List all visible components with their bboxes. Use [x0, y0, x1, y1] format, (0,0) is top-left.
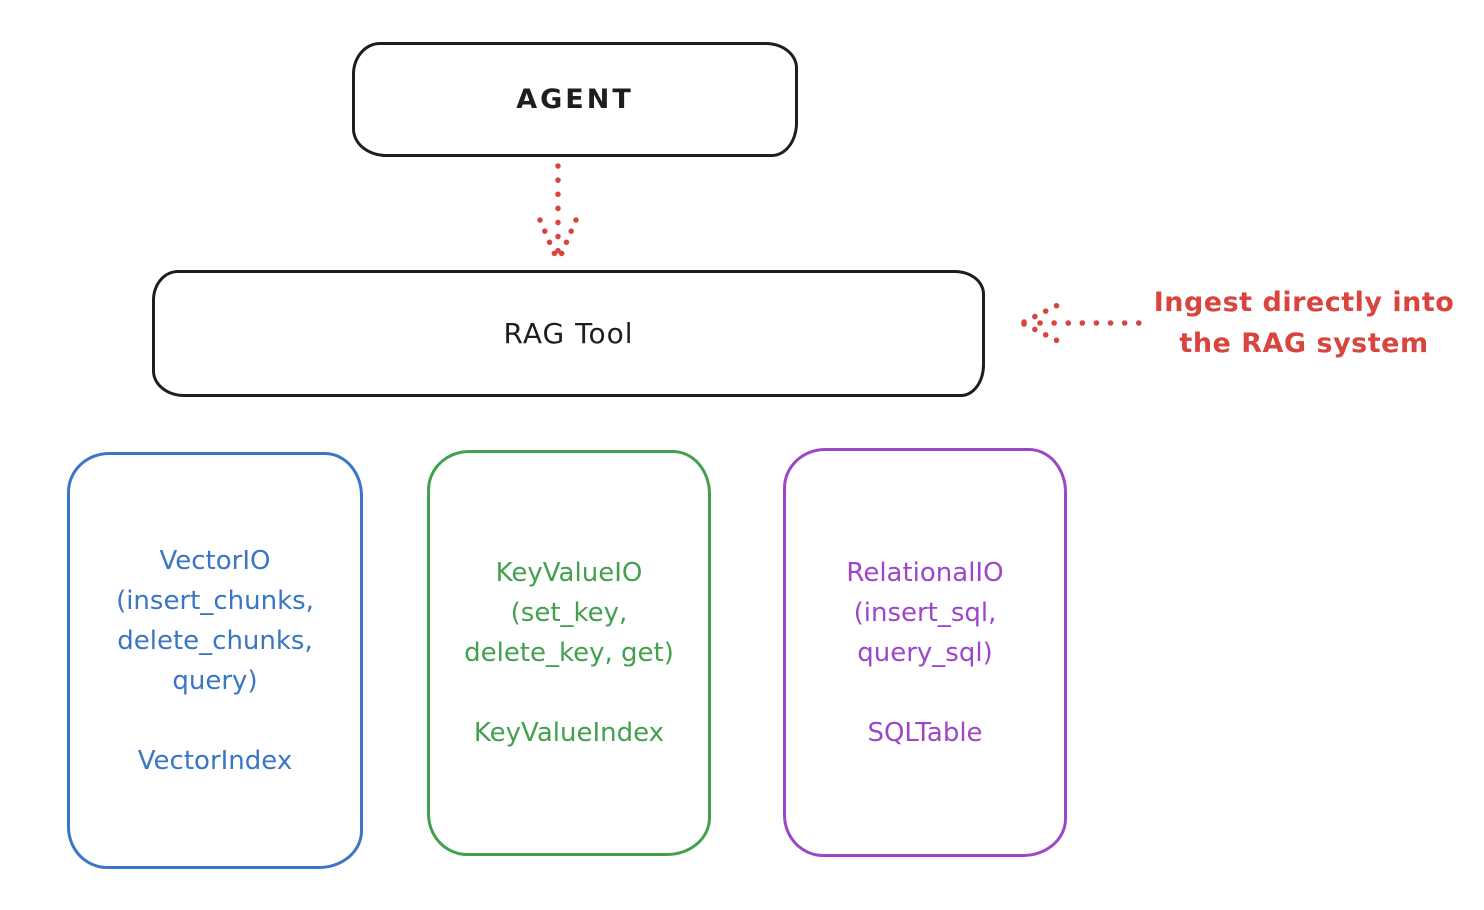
vector-io-box: VectorIO (insert_chunks, delete_chunks, … — [67, 452, 363, 869]
relational-io-box: RelationalIO (insert_sql, query_sql) SQL… — [783, 448, 1067, 857]
ingest-annotation: Ingest directly into the RAG system — [1134, 282, 1474, 364]
rag-tool-box: RAG Tool — [152, 270, 985, 397]
rag-tool-label: RAG Tool — [503, 317, 634, 350]
vector-index-label: VectorIndex — [137, 745, 293, 776]
sql-table-label: SQLTable — [867, 717, 983, 748]
ingest-annotation-line1: Ingest directly into — [1153, 287, 1455, 318]
ingest-annotation-line2: the RAG system — [1179, 328, 1429, 359]
agent-label: AGENT — [516, 84, 634, 115]
vector-io-signature: VectorIO (insert_chunks, delete_chunks, … — [116, 545, 314, 696]
keyvalue-io-signature: KeyValueIO (set_key, delete_key, get) — [464, 558, 674, 668]
relational-io-signature: RelationalIO (insert_sql, query_sql) — [846, 557, 1004, 668]
keyvalue-index-label: KeyValueIndex — [473, 718, 665, 748]
dotted-arrow-down-icon — [537, 163, 579, 258]
keyvalue-io-box: KeyValueIO (set_key, delete_key, get) Ke… — [427, 450, 711, 856]
agent-box: AGENT — [352, 42, 798, 157]
